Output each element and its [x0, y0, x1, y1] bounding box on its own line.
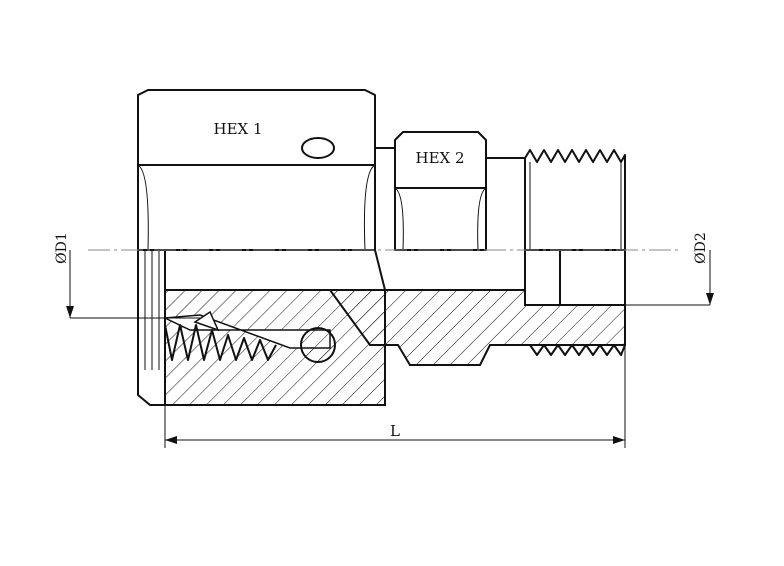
outline-upper-half: [137, 89, 626, 406]
d1-label: ØD1: [54, 232, 70, 264]
body-thread-upper: [524, 149, 626, 250]
hex2-label: HEX 2: [415, 149, 464, 167]
seal-insert: [193, 310, 220, 332]
hex1-nut: [137, 89, 376, 251]
length-label: L: [390, 422, 400, 440]
hex1-label: HEX 1: [213, 120, 262, 138]
section-lower-half: [162, 289, 626, 406]
inspection-hole: [301, 137, 335, 159]
o-ring: [300, 327, 336, 363]
d2-label: ØD2: [693, 232, 709, 264]
nut-thread-lower: [164, 324, 277, 361]
dimension-d2: ØD2: [560, 232, 714, 306]
body-thread-lower: [529, 344, 626, 356]
bore-end: [524, 249, 561, 306]
nut-thread-upper: [144, 250, 160, 370]
dimension-length: L: [164, 345, 626, 448]
dimension-d1: ØD1: [54, 232, 200, 319]
